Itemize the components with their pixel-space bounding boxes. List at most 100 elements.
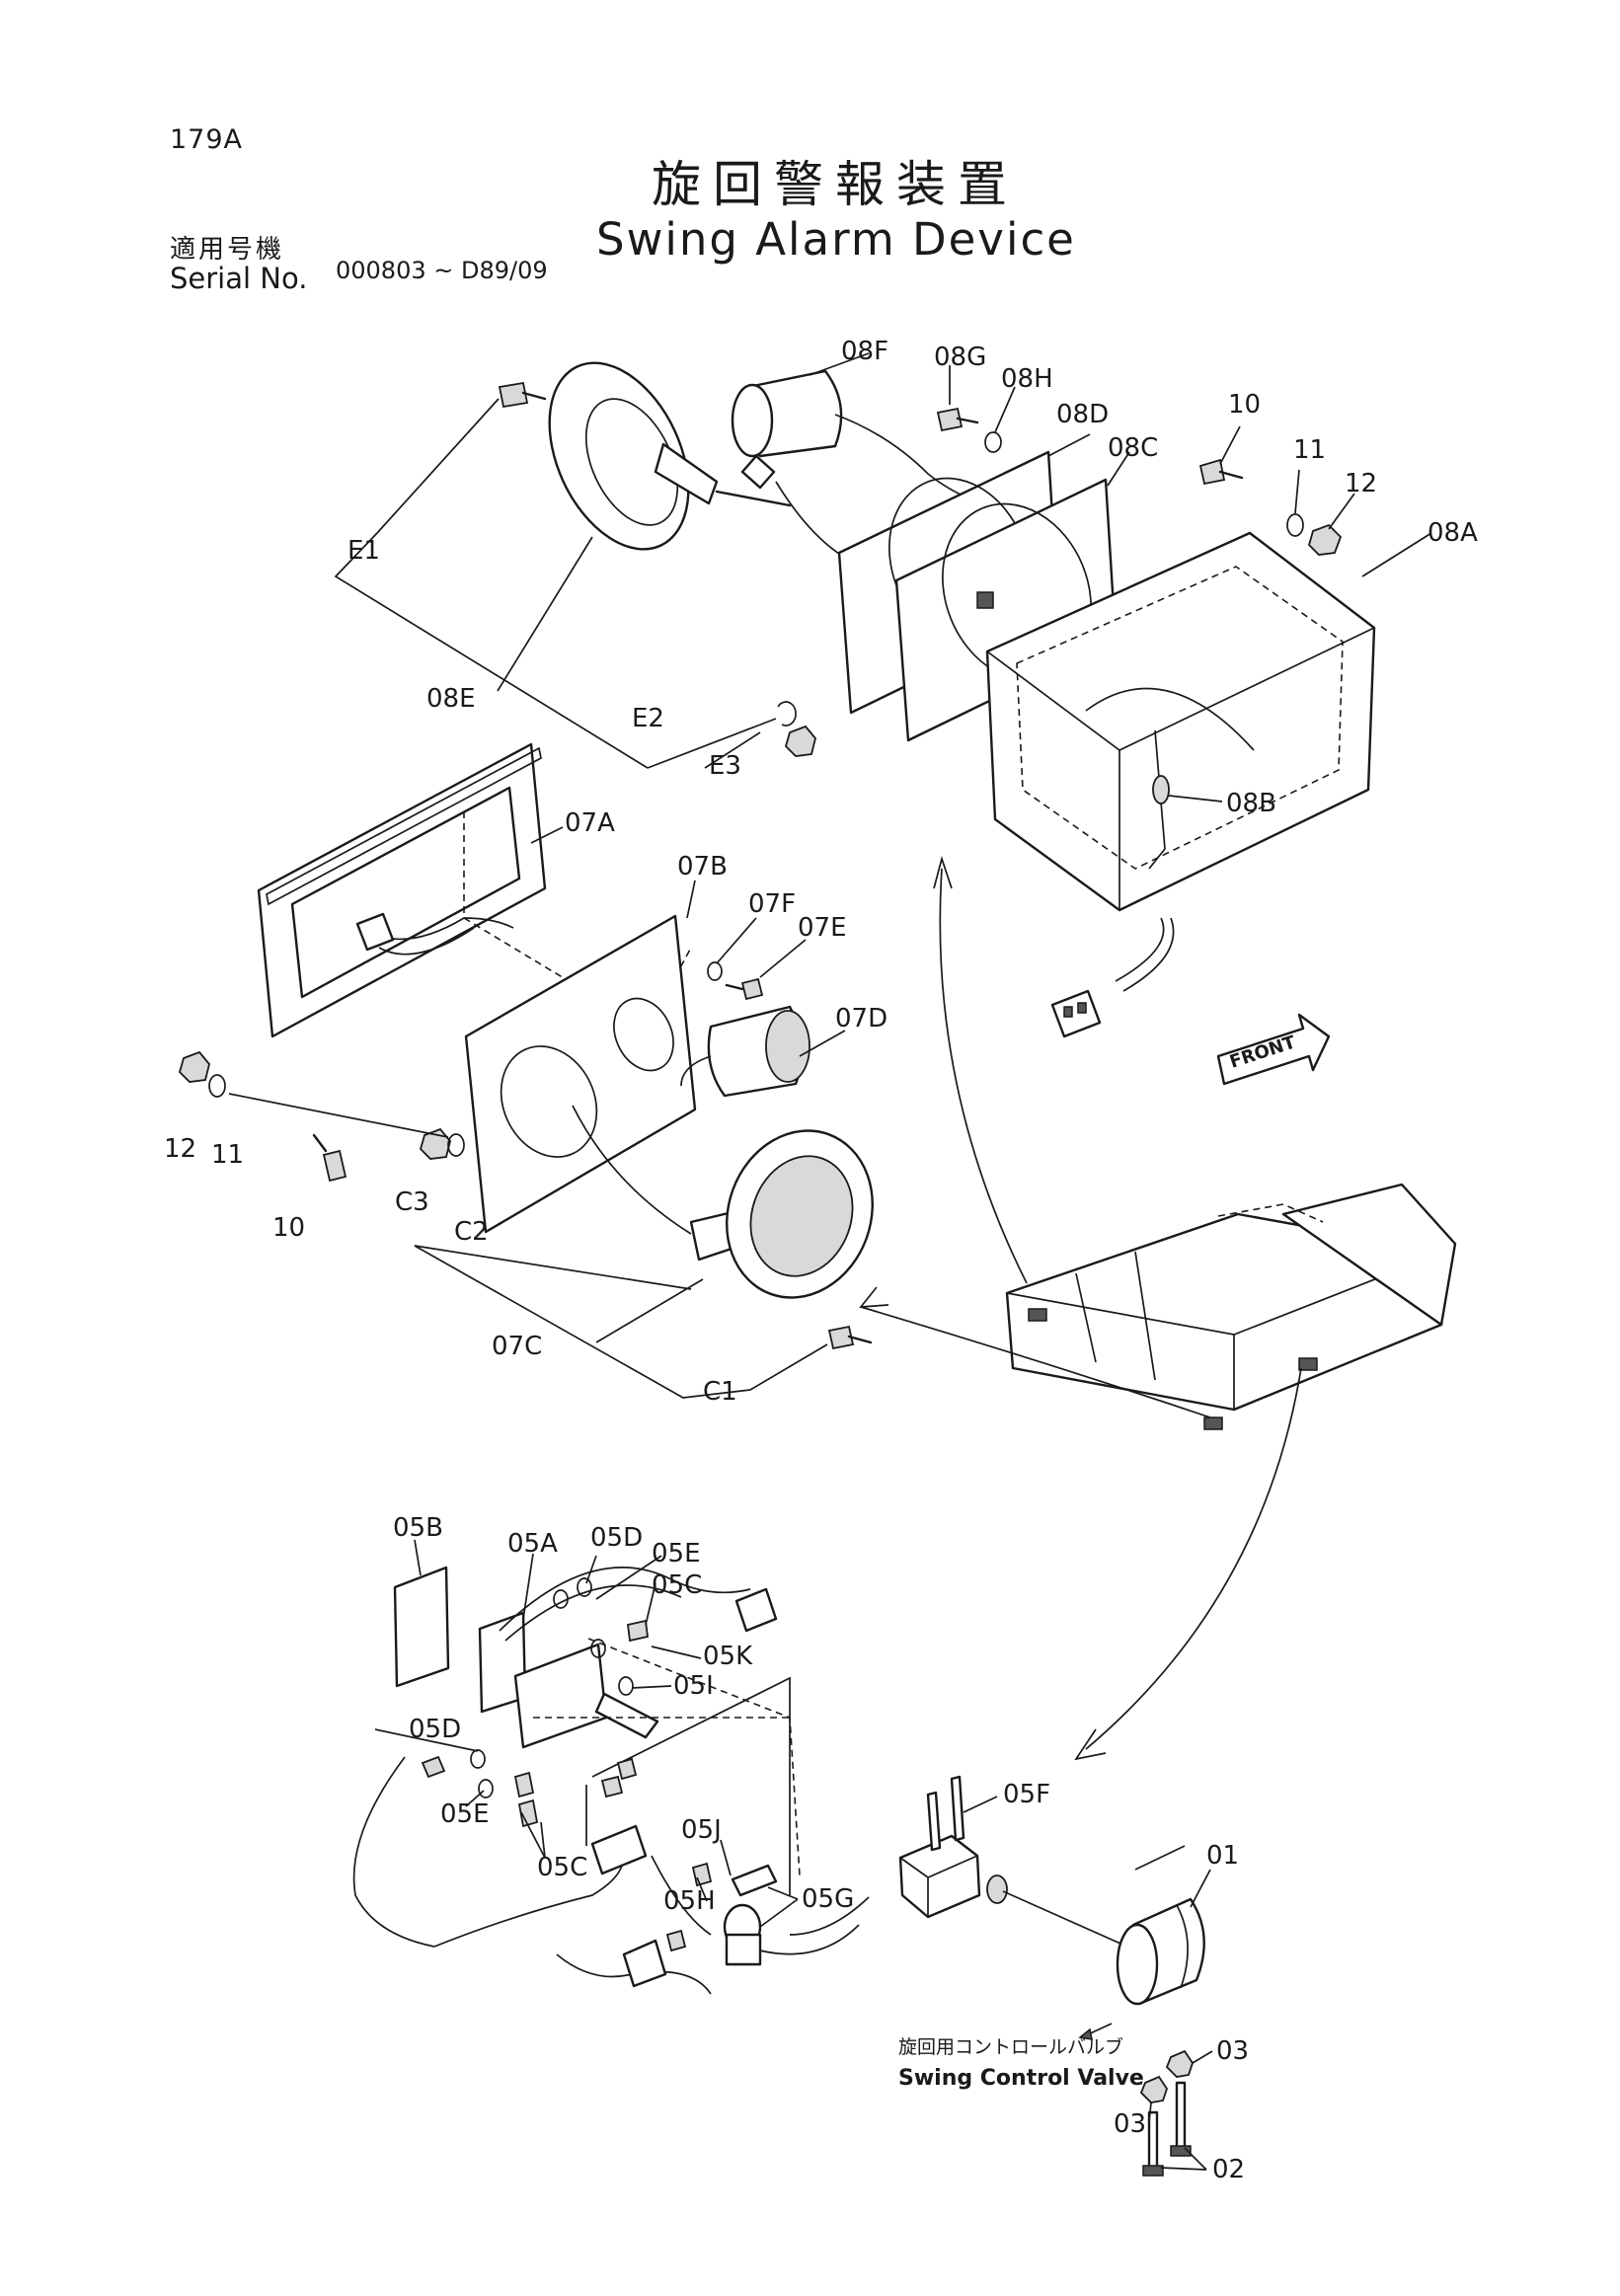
label-05c-bottom: 05C — [537, 1853, 587, 1882]
page-title: Swing Alarm Device — [596, 213, 1076, 266]
lamp-07c — [572, 1105, 874, 1299]
nut-12-top — [1307, 523, 1343, 556]
nut-12-left — [178, 1050, 210, 1083]
label-05e-left: 05E — [440, 1799, 490, 1829]
connector-05-top — [734, 1587, 778, 1633]
bolt-02-b — [1147, 2110, 1159, 2170]
label-05g: 05G — [802, 1884, 854, 1914]
part-labels: 08F 08G 08H 08D 08C 10 11 12 08A 08B E1 … — [164, 337, 1478, 2184]
label-07e: 07E — [798, 913, 847, 943]
leader-lines-top — [334, 352, 1432, 803]
bolt-02-a — [1175, 2081, 1187, 2150]
switch-bracket — [513, 1638, 801, 1895]
light-box-assembly — [498, 361, 1376, 1038]
label-05d-top: 05D — [590, 1523, 643, 1553]
label-c3: C3 — [395, 1187, 429, 1217]
label-11-top: 11 — [1293, 435, 1326, 465]
serial-range: 000803 ~ D89/09 — [336, 257, 548, 284]
label-e2: E2 — [632, 704, 664, 733]
label-10-left: 10 — [272, 1213, 305, 1243]
swing-control-valve — [1002, 1890, 1205, 2177]
label-08c: 08C — [1108, 433, 1158, 463]
label-05e-top: 05E — [652, 1539, 701, 1569]
excavator-cab-illustration — [1005, 1183, 1457, 1430]
lamp-frame-assembly — [178, 742, 874, 1350]
swing-switch-assembly — [352, 1566, 1008, 1995]
screw-10-left — [312, 1133, 347, 1183]
washer-03-left — [1139, 2075, 1168, 2104]
clamp-05h — [731, 1864, 778, 1897]
screw-10-top — [1198, 458, 1244, 486]
label-08d: 08D — [1056, 400, 1109, 429]
wire-harness-left — [352, 1756, 435, 1948]
swing-control-valve-label: Swing Control Valve — [898, 2066, 1144, 2091]
label-01: 01 — [1206, 1841, 1239, 1871]
box-connector — [1050, 989, 1102, 1038]
label-05b: 05B — [393, 1513, 443, 1543]
bolt-e1 — [498, 381, 547, 409]
limit-switch-05f — [789, 1775, 1008, 1936]
washer-08h — [984, 431, 1002, 453]
serial-label: Serial No. — [170, 262, 308, 295]
alarm-box-08a — [985, 531, 1376, 992]
label-e3: E3 — [709, 751, 741, 781]
reference-arrows — [859, 856, 1302, 1761]
screw-c1 — [827, 1325, 873, 1350]
nut-e3 — [784, 725, 816, 757]
screw-07e — [725, 977, 764, 1001]
plate-07b — [464, 914, 697, 1234]
label-c1: C1 — [703, 1377, 737, 1407]
label-07b: 07B — [677, 852, 728, 881]
label-05i: 05I — [673, 1671, 714, 1701]
label-03-left: 03 — [1114, 2109, 1146, 2139]
leader-lines-valve — [1148, 1869, 1213, 2171]
label-11-left: 11 — [211, 1140, 244, 1170]
title-japanese: 旋回警報装置 — [652, 156, 1019, 213]
connector-05-low — [622, 1939, 667, 1988]
relay-05g — [723, 1903, 860, 1966]
label-05a: 05A — [507, 1529, 558, 1559]
label-05c-top: 05C — [652, 1570, 702, 1600]
washer-11-left — [208, 1074, 226, 1098]
washer-07f — [707, 961, 723, 981]
label-08g: 08G — [934, 343, 986, 372]
frame-07a — [257, 742, 692, 1038]
buzzer-08f — [731, 369, 1047, 570]
label-05j: 05J — [681, 1815, 722, 1845]
label-07f: 07F — [748, 889, 796, 919]
label-07d: 07D — [835, 1004, 887, 1033]
connector-05-mid — [590, 1824, 648, 1875]
washer-03-right — [1165, 2049, 1194, 2078]
label-05h: 05H — [663, 1886, 716, 1916]
label-05f: 05F — [1003, 1780, 1050, 1809]
label-08f: 08F — [841, 337, 888, 366]
label-05k: 05K — [703, 1642, 753, 1671]
label-12-top: 12 — [1345, 469, 1377, 498]
serial-label-japanese: 適用号機 — [170, 235, 285, 265]
washer-c2 — [447, 1133, 465, 1157]
nut-c3 — [419, 1127, 451, 1160]
label-08e: 08E — [426, 684, 476, 714]
leader-lines-bottom — [374, 1539, 1186, 1928]
leader-lines-middle — [228, 826, 846, 1399]
label-10-top: 10 — [1228, 390, 1261, 420]
screw-08g — [936, 407, 979, 432]
washer-11-top — [1286, 513, 1304, 537]
label-08a: 08A — [1427, 518, 1478, 548]
label-07c: 07C — [492, 1332, 542, 1361]
wire-harness-top — [499, 1567, 751, 1632]
label-e1: E1 — [347, 536, 380, 566]
label-c2: C2 — [454, 1217, 489, 1247]
swing-control-valve-label-jp: 旋回用コントロールバルブ — [898, 2035, 1123, 2058]
label-08h: 08H — [1001, 364, 1053, 394]
label-02: 02 — [1212, 2155, 1245, 2184]
buzzer-07d — [680, 1005, 810, 1098]
page-number: 179A — [170, 124, 244, 155]
label-03-right: 03 — [1216, 2036, 1249, 2066]
front-direction-badge: FRONT — [1216, 1013, 1331, 1086]
label-07a: 07A — [565, 808, 615, 838]
plate-05b — [393, 1566, 450, 1688]
label-08b: 08B — [1226, 789, 1276, 818]
label-12-left: 12 — [164, 1134, 196, 1164]
flange-lamp-08e — [548, 361, 792, 551]
